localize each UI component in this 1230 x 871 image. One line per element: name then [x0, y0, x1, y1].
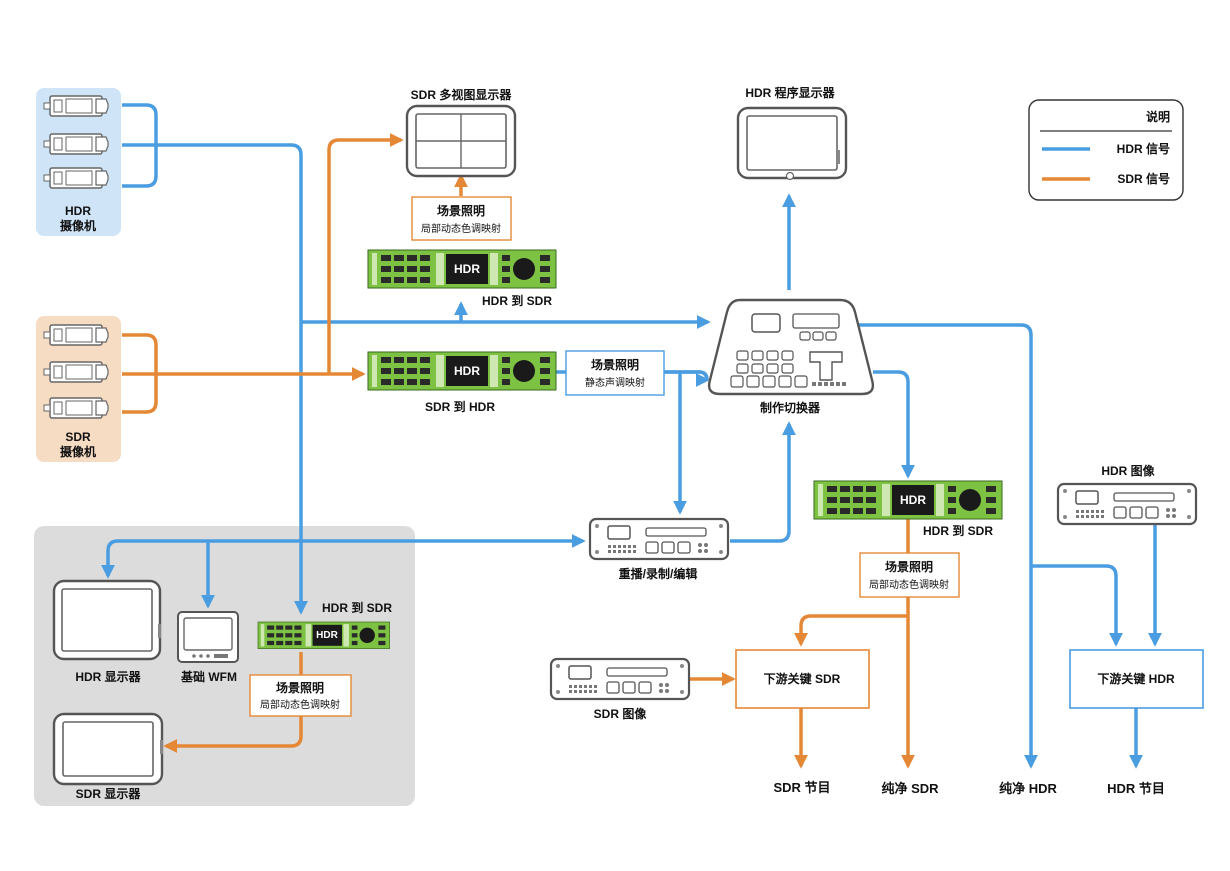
top-mapping-box: 场景照明 局部动态色调映射	[411, 196, 512, 241]
hdr-camera-1-icon	[43, 95, 109, 117]
hdr-to-hdr-display-line	[101, 539, 301, 579]
wfm-label: 基础 WFM	[180, 669, 237, 684]
keyer-sdr-label: 下游关键 SDR	[764, 671, 841, 686]
right-converter: HDR HDR 到 SDR	[813, 480, 1003, 538]
hdr-display-label: HDR 显示器	[75, 670, 141, 684]
mid-mapping-sub: 静态声调映射	[585, 376, 645, 389]
legend-title: 说明	[1146, 109, 1170, 124]
right-mapping-sub: 局部动态色调映射	[869, 578, 949, 591]
top-converter: HDR HDR 到 SDR	[367, 249, 557, 308]
sdr-multiview-monitor: SDR 多视图显示器	[405, 87, 517, 178]
wfm-monitor: 基础 WFM	[177, 611, 239, 684]
hdr-program-monitor-label: HDR 程序显示器	[745, 85, 835, 100]
replay-icon	[588, 517, 730, 561]
hdr-program-monitor: HDR 程序显示器	[736, 85, 848, 181]
mid-converter-screen: HDR	[454, 364, 480, 378]
right-mapping-box: 场景照明 局部动态色调映射	[859, 552, 960, 598]
sdr-to-hdr-switcher-line	[664, 368, 714, 383]
sdr-camera-label-2: 摄像机	[60, 444, 96, 459]
sdr-display-icon	[52, 712, 164, 786]
hdr-to-keyer-line	[1031, 564, 1123, 647]
output-hdr-program: HDR 节目	[1107, 781, 1165, 796]
sdr-display-line	[163, 716, 303, 753]
hdr-camera-3-icon	[43, 167, 109, 189]
switcher-to-right-converter-line	[873, 370, 915, 479]
replay-to-switcher-line	[730, 421, 796, 543]
mid-mapping-title: 场景照明	[591, 357, 639, 372]
bottom-converter-screen: HDR	[316, 630, 338, 641]
clean-hdr-line	[858, 323, 1038, 769]
mid-converter-label: SDR 到 HDR	[425, 399, 495, 414]
keyer-hdr-label: 下游关键 HDR	[1097, 671, 1175, 686]
mid-mapping-box: 场景照明 静态声调映射	[565, 350, 665, 396]
hdr-image-unit: HDR 图像	[1056, 463, 1198, 526]
hdr-image-label: HDR 图像	[1101, 463, 1155, 478]
top-mapping-title: 场景照明	[437, 203, 485, 218]
hdr-program-monitor-icon	[736, 106, 848, 180]
sdr-display-label: SDR 显示器	[76, 787, 142, 801]
hdr-image-icon	[1056, 482, 1198, 526]
keyer-sdr: 下游关键 SDR	[735, 649, 870, 709]
sdr-to-multiview-line	[327, 133, 404, 374]
keyer-hdr: 下游关键 HDR	[1069, 649, 1204, 709]
replay-unit: 重播/录制/编辑	[588, 517, 730, 581]
bottom-converter-label: HDR 到 SDR	[322, 600, 392, 615]
sdr-camera-group: SDR 摄像机	[43, 324, 109, 459]
hdr-display: HDR 显示器	[52, 579, 162, 684]
hdr-main-trunk-line	[122, 143, 308, 615]
bottom-mapping-box: 场景照明 局部动态色调映射	[249, 674, 352, 717]
right-converter-label: HDR 到 SDR	[923, 523, 993, 538]
sdr-camera-3-icon	[43, 397, 109, 419]
switcher-label: 制作切换器	[760, 400, 821, 415]
hdr-camera-2-icon	[43, 133, 109, 155]
sdr-image-unit: SDR 图像	[549, 657, 691, 721]
bottom-mapping-title: 场景照明	[276, 680, 324, 695]
bottom-mapping-sub: 局部动态色调映射	[260, 698, 340, 711]
mid-converter: HDR SDR 到 HDR	[367, 351, 557, 414]
sdr-image-icon	[549, 657, 691, 701]
sdr-multiview-label: SDR 多视图显示器	[411, 87, 513, 102]
sdr-image-label: SDR 图像	[594, 706, 648, 721]
right-mapping-title: 场景照明	[885, 559, 933, 574]
sdr-camera-label-1: SDR	[65, 430, 91, 444]
bottom-converter: HDR HDR 到 SDR	[257, 600, 392, 649]
sdr-camera-2-icon	[43, 361, 109, 383]
hdr-camera-group: HDR 摄像机	[43, 95, 109, 233]
top-mapping-sub: 局部动态色调映射	[421, 222, 501, 235]
sdr-camera-zone	[36, 316, 121, 462]
sdr-display: SDR 显示器	[52, 712, 164, 801]
legend: 说明 HDR 信号 SDR 信号	[1028, 99, 1184, 201]
replay-label: 重播/录制/编辑	[619, 566, 698, 581]
sdr-camera-1-icon	[43, 324, 109, 346]
right-converter-screen: HDR	[900, 493, 926, 507]
output-clean-sdr: 纯净 SDR	[881, 781, 939, 796]
output-sdr-program: SDR 节目	[773, 780, 830, 795]
hdr-camera-label-2: 摄像机	[60, 218, 96, 233]
hdr-camera-label-1: HDR	[65, 204, 91, 218]
output-clean-hdr: 纯净 HDR	[999, 781, 1057, 796]
legend-hdr-label: HDR 信号	[1117, 141, 1170, 156]
production-switcher: 制作切换器	[707, 298, 875, 415]
hdr-camera-zone	[36, 88, 121, 236]
legend-sdr-label: SDR 信号	[1117, 171, 1170, 186]
top-converter-label: HDR 到 SDR	[482, 293, 552, 308]
top-converter-screen: HDR	[454, 262, 480, 276]
sdr-to-keyer-line	[794, 614, 908, 647]
